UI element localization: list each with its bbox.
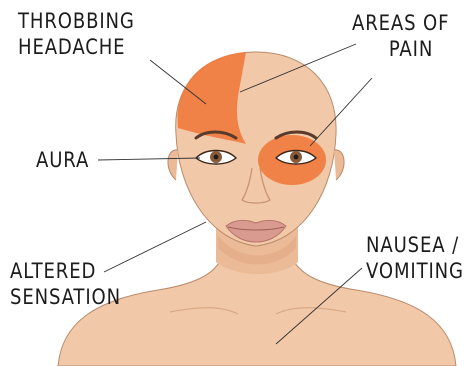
label-altered-sensation-line-2: SENSATION (10, 284, 121, 310)
label-throbbing-headache-line-1: THROBBING (18, 8, 135, 34)
label-throbbing-headache: THROBBING HEADACHE (18, 8, 135, 60)
label-areas-of-pain: AREAS OF PAIN (352, 10, 449, 62)
ear-right (334, 150, 344, 180)
label-nausea-vomiting-line-2: VOMITING (366, 258, 464, 284)
label-nausea-vomiting: NAUSEA / VOMITING (366, 232, 464, 284)
pupil-left (214, 155, 219, 160)
label-altered-sensation-line-1: ALTERED (10, 258, 121, 284)
label-aura: AURA (36, 147, 89, 173)
pupil-right (294, 155, 299, 160)
label-areas-of-pain-line-1: AREAS OF (352, 10, 449, 36)
label-areas-of-pain-line-2: PAIN (352, 36, 449, 62)
ear-left (168, 150, 178, 180)
label-aura-text: AURA (36, 147, 89, 173)
label-altered-sensation: ALTERED SENSATION (10, 258, 121, 310)
label-throbbing-headache-line-2: HEADACHE (18, 34, 135, 60)
label-nausea-vomiting-line-1: NAUSEA / (366, 232, 464, 258)
pain-area-forehead (178, 52, 246, 144)
